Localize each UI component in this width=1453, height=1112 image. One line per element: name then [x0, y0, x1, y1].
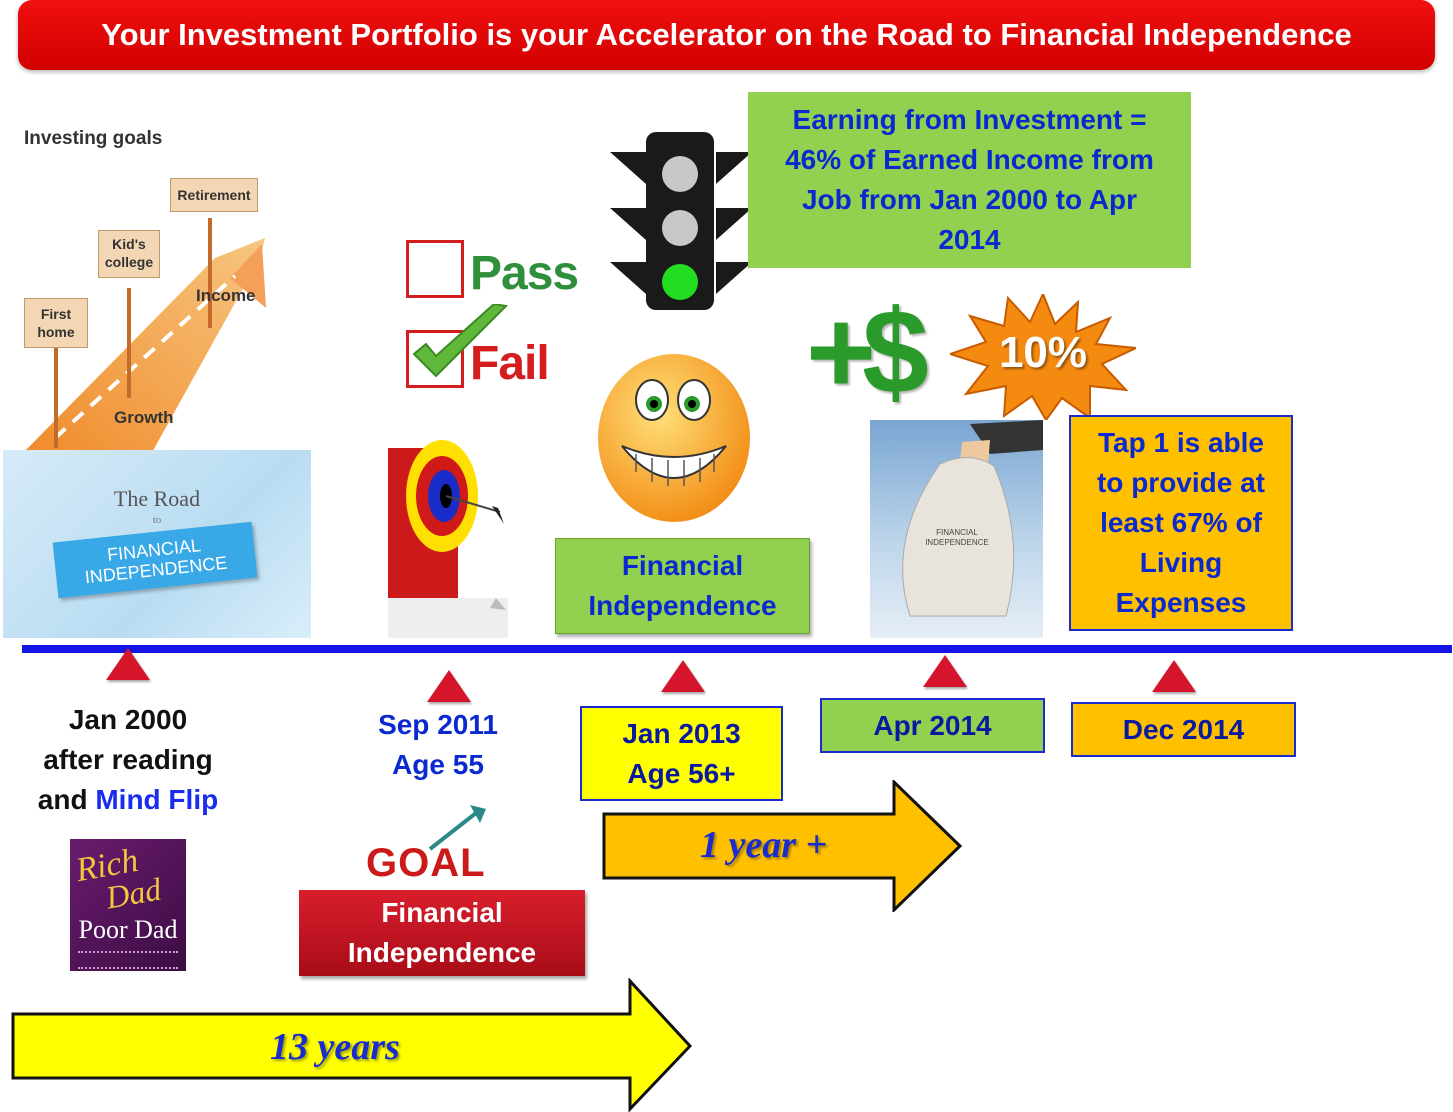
- fi-green-box: Financial Independence: [555, 538, 810, 634]
- earning-from-investment-box: Earning from Investment = 46% of Earned …: [748, 92, 1191, 268]
- check-icon: [412, 304, 509, 378]
- road-card-line1: The Road: [113, 486, 201, 511]
- goal-label: GOAL: [366, 841, 486, 885]
- road-label-income: Income: [196, 286, 256, 305]
- milestone-marker-5: [1152, 660, 1196, 692]
- ten-percent-burst: 10%: [950, 294, 1136, 420]
- smiley-face-icon: [598, 354, 750, 522]
- milestone-jan-2000: Jan 2000 after reading and Mind Flip: [37, 704, 219, 815]
- traffic-light-icon: [610, 132, 752, 310]
- one-year-arrow: [602, 780, 963, 912]
- target-icon: [388, 440, 508, 638]
- pass-label: Pass: [470, 247, 579, 300]
- book-title-poor-dad: Poor Dad: [78, 915, 178, 944]
- plus-dollar-icon: +$: [806, 285, 929, 419]
- tap-one-box: Tap 1 is able to provide at least 67% of…: [1069, 415, 1293, 631]
- milestone-dec-2014: Dec 2014: [1071, 702, 1296, 757]
- investing-goals-graphic: Investing goals Retirement Kid's college…: [10, 118, 280, 458]
- pass-fail-graphic: Pass Fail: [400, 232, 580, 402]
- title-banner: Your Investment Portfolio is your Accele…: [18, 0, 1435, 70]
- growth-road-icon: [20, 218, 266, 456]
- road-card-line2: to: [152, 514, 162, 526]
- milestone-sep-2011: Sep 2011 Age 55: [378, 709, 498, 780]
- thirteen-years-label: 13 years: [270, 1026, 400, 1068]
- goal-dart-icon: [428, 805, 486, 851]
- pass-checkbox: [406, 240, 464, 298]
- sign-retirement: Retirement: [170, 178, 258, 212]
- milestone-marker-1: [106, 648, 150, 680]
- starburst-icon: [950, 294, 1136, 420]
- ten-percent-label: 10%: [998, 328, 1088, 377]
- one-year-label: 1 year +: [700, 824, 828, 866]
- thirteen-years-arrow: [11, 978, 693, 1112]
- milestone-marker-2: [427, 670, 471, 702]
- road-card-banner: FINANCIAL INDEPENDENCE: [52, 521, 258, 599]
- road-to-fi-card: The Road to FINANCIAL INDEPENDENCE: [3, 450, 311, 638]
- rich-dad-poor-dad-book: Rich Dad Poor Dad: [70, 839, 186, 971]
- sign-first-home: First home: [24, 298, 88, 348]
- timeline-line: [22, 645, 1452, 653]
- money-bag-icon: [902, 420, 1043, 617]
- milestone-marker-3: [661, 660, 705, 692]
- fail-label: Fail: [470, 337, 550, 390]
- investing-goals-heading: Investing goals: [24, 128, 163, 149]
- money-bag-label: FINANCIAL INDEPENDENCE: [925, 528, 989, 547]
- sign-kids-college: Kid's college: [98, 230, 160, 278]
- road-label-growth: Growth: [114, 408, 174, 427]
- book-title-dad: Dad: [103, 870, 164, 916]
- milestone-apr-2014: Apr 2014: [820, 698, 1045, 753]
- goal-icon: GOAL: [360, 805, 500, 887]
- money-bag-image: FINANCIAL INDEPENDENCE: [870, 420, 1043, 638]
- fi-red-box: Financial Independence: [299, 890, 585, 976]
- book-fine-print: [78, 951, 178, 969]
- mind-flip-link: Mind Flip: [95, 784, 219, 815]
- page-title: Your Investment Portfolio is your Accele…: [101, 17, 1352, 52]
- milestone-jan-2013: Jan 2013 Age 56+: [580, 706, 783, 801]
- milestone-marker-4: [923, 655, 967, 687]
